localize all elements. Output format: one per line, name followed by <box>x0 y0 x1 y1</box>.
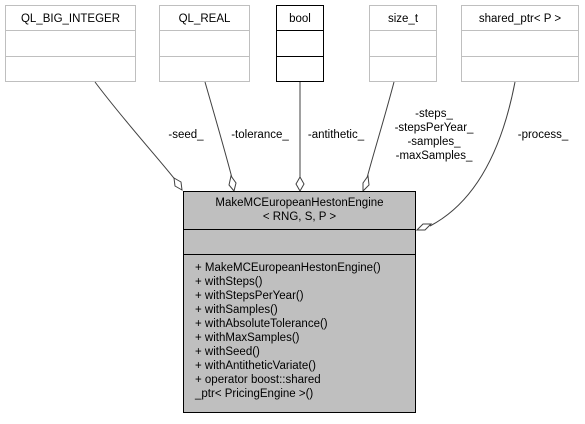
method-operator-shared-ptr-cont: _ptr< PricingEngine >() <box>194 388 313 400</box>
edge-tolerance <box>204 81 237 193</box>
class-shared-ptr: shared_ptr< P > <box>461 5 579 82</box>
method-with-samples: + withSamples() <box>195 304 278 316</box>
class-name-bool: bool <box>289 13 311 25</box>
class-size-t: size_t <box>369 5 437 82</box>
class-ql-real: QL_REAL <box>159 5 250 82</box>
method-with-seed: + withSeed() <box>195 346 260 358</box>
class-bool: bool <box>276 5 324 82</box>
edge-antithetic <box>295 82 305 193</box>
main-class-template-params: < RNG, S, P > <box>263 211 337 223</box>
class-name-ql-big-integer: QL_BIG_INTEGER <box>21 13 120 25</box>
edge-label-steps: -steps_ <box>415 108 453 120</box>
edge-process <box>415 81 516 231</box>
class-make-mc-european-heston-engine: MakeMCEuropeanHestonEngine < RNG, S, P >… <box>183 191 416 413</box>
class-name-size-t: size_t <box>388 13 419 25</box>
edge-label-max-samples: -maxSamples_ <box>396 150 473 162</box>
main-class-methods: + MakeMCEuropeanHestonEngine() + withSte… <box>194 262 381 400</box>
method-constructor: + MakeMCEuropeanHestonEngine() <box>195 262 381 274</box>
class-name-shared-ptr: shared_ptr< P > <box>479 13 562 25</box>
edge-seed <box>94 81 183 191</box>
method-with-antithetic-variate: + withAntitheticVariate() <box>195 360 316 372</box>
method-with-max-samples: + withMaxSamples() <box>195 332 300 344</box>
method-operator-shared-ptr: + operator boost::shared <box>195 374 321 386</box>
edge-label-antithetic: -antithetic_ <box>308 129 365 141</box>
method-with-steps-per-year: + withStepsPerYear() <box>195 290 304 302</box>
edge-label-steps-per-year: -stepsPerYear_ <box>395 122 474 134</box>
edge-size-t <box>362 81 395 193</box>
method-with-absolute-tolerance: + withAbsoluteTolerance() <box>195 318 328 330</box>
class-ql-big-integer: QL_BIG_INTEGER <box>5 5 136 82</box>
edge-label-tolerance: -tolerance_ <box>231 129 289 141</box>
edge-label-process: -process_ <box>518 129 569 141</box>
edge-label-seed: -seed_ <box>168 129 204 141</box>
main-class-title: MakeMCEuropeanHestonEngine <box>215 197 383 209</box>
edge-label-samples: -samples_ <box>407 136 461 148</box>
method-with-steps: + withSteps() <box>195 276 263 288</box>
class-name-ql-real: QL_REAL <box>179 13 231 25</box>
